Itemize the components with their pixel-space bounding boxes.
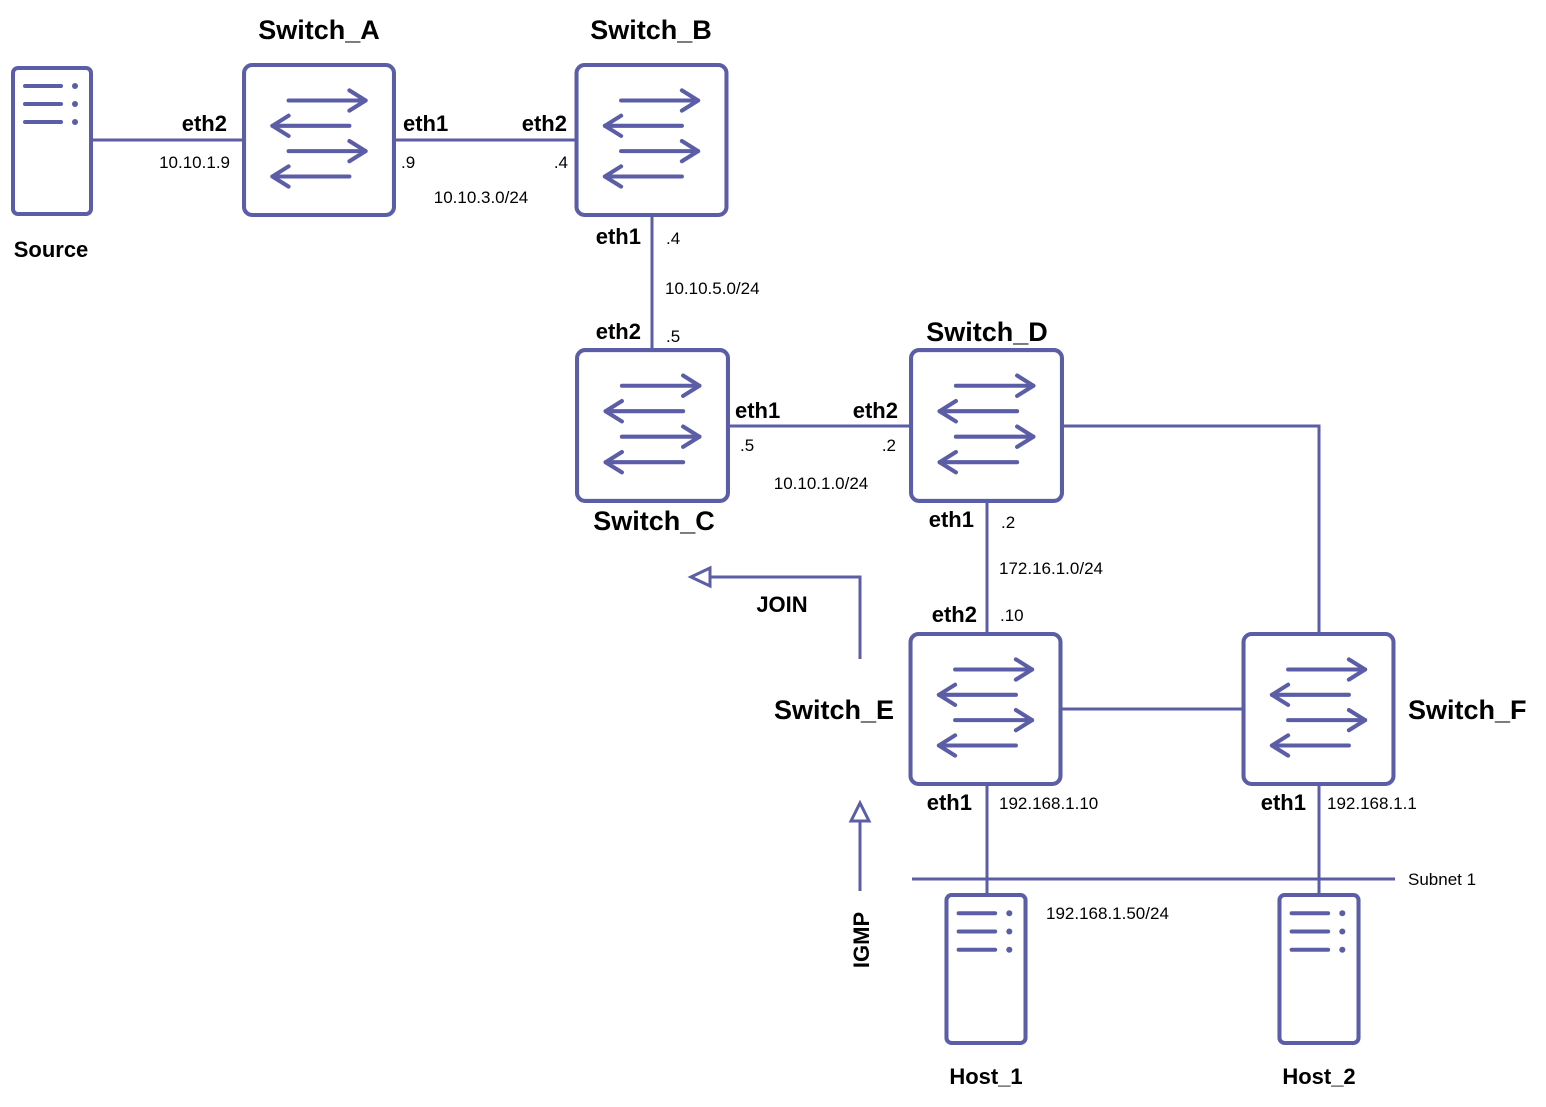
switch-b-label: Switch_B: [590, 15, 712, 45]
switch-f-icon: [1244, 634, 1394, 784]
subnet-10-10-5-label: 10.10.5.0/24: [665, 279, 760, 298]
switch-f-eth1-label: eth1: [1261, 790, 1306, 815]
igmp-arrow: [848, 799, 872, 891]
switch-e-icon: [911, 634, 1061, 784]
switch-c-eth2-ip: .5: [666, 327, 680, 346]
switch-f-label: Switch_F: [1408, 695, 1527, 725]
switch-a-label: Switch_A: [258, 15, 380, 45]
subnet-10-10-1-label: 10.10.1.0/24: [774, 474, 869, 493]
join-label: JOIN: [756, 592, 807, 617]
subnet-10-10-3-label: 10.10.3.0/24: [434, 188, 529, 207]
switch-a-eth1-label: eth1: [403, 111, 448, 136]
switch-a-eth2-label: eth2: [182, 111, 227, 136]
switch-e-eth2-label: eth2: [932, 602, 977, 627]
host-2-server-icon: [1279, 895, 1358, 1043]
switch-d-label: Switch_D: [926, 317, 1048, 347]
switch-d-eth1-label: eth1: [929, 507, 974, 532]
switch-e-label: Switch_E: [774, 695, 894, 725]
igmp-label: IGMP: [849, 912, 874, 968]
switch-e-eth2-ip: .10: [1000, 606, 1024, 625]
switch-a-icon: [244, 65, 394, 215]
switch-f-eth1-ip: 192.168.1.1: [1327, 794, 1417, 813]
switch-d-eth2-label: eth2: [853, 398, 898, 423]
link-switch-d-switch-f: [1062, 424, 1321, 634]
source-label: Source: [14, 237, 89, 262]
switch-c-icon: [577, 350, 728, 501]
switch-c-eth2-label: eth2: [596, 319, 641, 344]
switch-d-eth2-ip: .2: [882, 436, 896, 455]
switch-a-eth2-ip: 10.10.1.9: [159, 153, 230, 172]
source-server-icon: [11, 66, 93, 216]
switch-c-eth1-ip: .5: [740, 436, 754, 455]
switch-d-icon: [911, 350, 1062, 501]
switch-b-eth1-ip: .4: [666, 229, 680, 248]
switch-b-icon: [577, 65, 727, 215]
switch-c-eth1-label: eth1: [735, 398, 780, 423]
host-1-label: Host_1: [949, 1064, 1022, 1089]
subnet-1-label: Subnet 1: [1408, 870, 1476, 889]
host-1-server-icon: [946, 895, 1025, 1043]
switch-c-label: Switch_C: [593, 506, 715, 536]
switch-b-eth2-label: eth2: [522, 111, 567, 136]
join-arrow: [687, 565, 862, 659]
host-subnet-ip-label: 192.168.1.50/24: [1046, 904, 1169, 923]
switch-a-eth1-ip: .9: [401, 153, 415, 172]
links: [93, 138, 1395, 894]
switch-e-eth1-ip: 192.168.1.10: [999, 794, 1098, 813]
host-2-label: Host_2: [1282, 1064, 1355, 1089]
subnet-172-16-1-label: 172.16.1.0/24: [999, 559, 1103, 578]
switch-b-eth2-ip: .4: [554, 153, 568, 172]
switch-d-eth1-ip: .2: [1001, 513, 1015, 532]
switch-b-eth1-label: eth1: [596, 224, 641, 249]
switch-e-eth1-label: eth1: [927, 790, 972, 815]
